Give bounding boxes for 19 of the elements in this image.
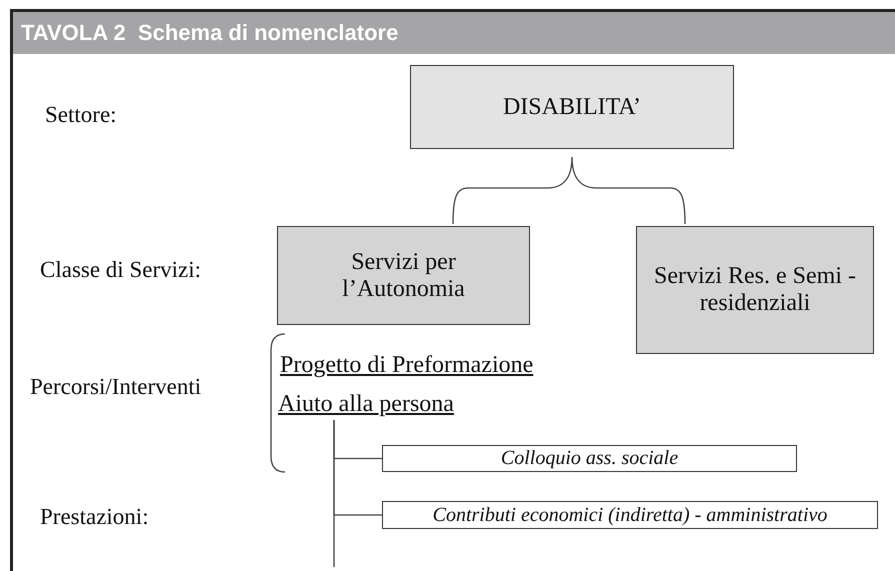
row-label: Classe di Servizi: (40, 257, 201, 283)
row-label: Settore: (45, 102, 117, 128)
node-label: DISABILITA’ (502, 94, 642, 120)
node-label: Servizi per l’Autonomia (341, 248, 466, 302)
node-label: Servizi Res. e Semi - residenziali (653, 263, 857, 317)
class-box (636, 226, 874, 354)
class-box (277, 226, 530, 325)
sector-box (410, 65, 734, 149)
row-label: Prestazioni: (40, 504, 149, 530)
pathway-text: Progetto di Preformazione (280, 352, 534, 379)
node-label: Colloquio ass. sociale (500, 447, 678, 470)
pathway-link-text: Aiuto alla persona (278, 388, 518, 420)
service-box (382, 445, 797, 472)
row-label: Percorsi/Interventi (30, 374, 202, 400)
connector-line (571, 156, 686, 224)
connector-line (333, 420, 335, 567)
service-box (382, 501, 878, 529)
node-label: Contributi economici (indiretta) - amministrativo (432, 504, 828, 526)
title-bar: TAVOLA 2 Schema di nomenclatore (13, 12, 895, 54)
